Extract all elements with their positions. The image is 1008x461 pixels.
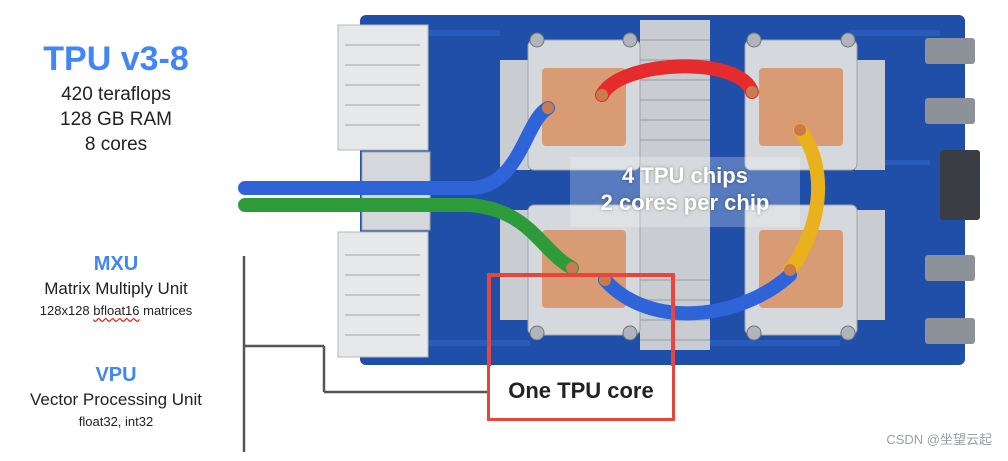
watermark: CSDN @坐望云起 [886,432,992,447]
product-title: TPU v3-8 [43,40,189,78]
pipe-blue-ring [598,268,797,321]
tpu-chips [527,39,858,336]
right-ports [925,38,980,344]
left-panel: TPU v3-8 420 teraflops 128 GB RAM 8 core… [0,0,240,456]
one-tpu-core-label: One TPU core [508,378,654,403]
chip-label-backdrop [570,157,800,227]
vpu-name: Vector Processing Unit [30,390,202,409]
mxu-detail: 128x128 bfloat16 matrices [0,303,232,318]
left-connector-top [337,24,429,151]
spec-cores: 8 cores [84,134,148,155]
cable-blue-long [238,101,555,195]
cable-green-long [238,198,579,275]
tpu-core-highlight-box [487,273,675,421]
connector-ribs [345,44,420,336]
pcb-traces [380,30,940,346]
core-label-backdrop [490,366,672,418]
mxu-detail-bfloat16: bfloat16 [93,303,140,318]
vpu-heading: VPU [95,364,137,386]
screws [529,32,856,341]
pipe-yellow [783,123,826,277]
chip-count-label: 4 TPU chips [622,163,748,188]
cores-per-chip-label: 2 cores per chip [600,190,770,215]
spec-teraflops: 420 teraflops [61,84,171,105]
mxu-detail-suffix: matrices [139,303,193,318]
mxu-detail-prefix: 128x128 [39,303,94,318]
mxu-heading: MXU [93,253,139,275]
mxu-name: Matrix Multiply Unit [44,279,188,298]
spec-ram: 128 GB RAM [60,109,172,130]
copper-plate-top-right [759,68,843,146]
pipe-caps [542,86,806,286]
pipe-red [595,59,759,102]
vpu-detail: float32, int32 [78,414,154,429]
